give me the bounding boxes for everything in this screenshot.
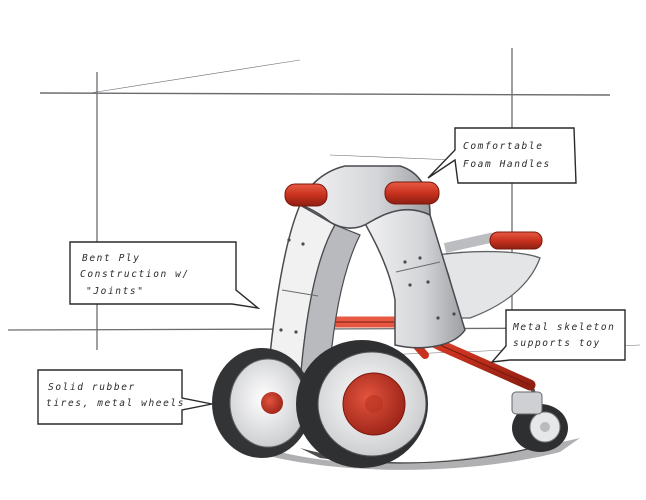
left-wheel bbox=[212, 348, 312, 458]
callout-bent-ply-line1: Bent Ply bbox=[82, 253, 141, 264]
bent-ply-frame bbox=[267, 165, 466, 387]
ground-shadow bbox=[225, 432, 580, 470]
rear-caster-wheel bbox=[511, 381, 568, 452]
callout-tires-line1: Solid rubber bbox=[48, 382, 136, 393]
callout-bent-ply: Bent Ply Construction w/ "Joints" bbox=[69, 241, 261, 310]
callout-metal-skeleton: Metal skeleton supports toy bbox=[490, 309, 626, 363]
right-handle bbox=[443, 231, 543, 253]
callout-bent-ply-line2: Construction w/ bbox=[80, 269, 190, 280]
front-handles bbox=[284, 181, 440, 207]
callout-tires: Solid rubber tires, metal wheels bbox=[37, 369, 213, 425]
callout-tires-line2: tires, metal wheels bbox=[46, 398, 185, 409]
callout-handles: Comfortable Foam Handles bbox=[427, 127, 577, 184]
callout-handles-line1: Comfortable bbox=[463, 141, 544, 152]
callout-skeleton-line2: supports toy bbox=[513, 338, 601, 349]
front-wheel bbox=[296, 340, 428, 468]
callout-bent-ply-line3: "Joints" bbox=[86, 286, 145, 297]
callout-skeleton-line1: Metal skeleton bbox=[512, 322, 615, 333]
callout-handles-line2: Foam Handles bbox=[463, 159, 551, 170]
